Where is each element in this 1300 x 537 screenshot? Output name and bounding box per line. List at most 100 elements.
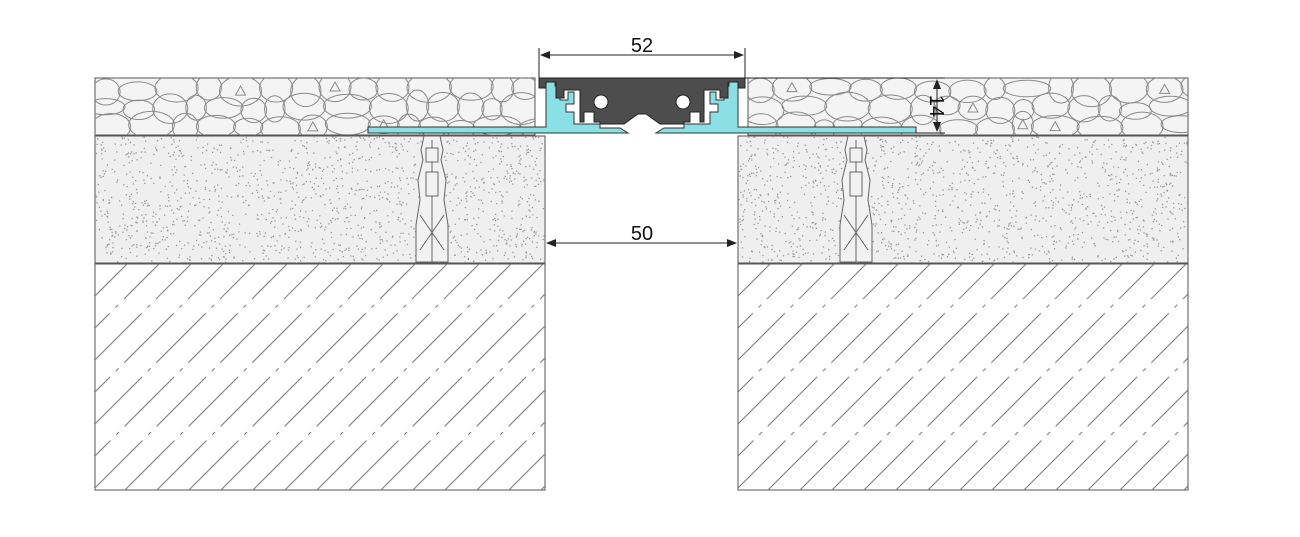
- speckle: [353, 258, 355, 260]
- speckle: [1071, 258, 1073, 260]
- speckle: [481, 179, 483, 181]
- speckle: [478, 199, 480, 201]
- speckle: [840, 188, 843, 190]
- speckle: [333, 168, 335, 170]
- speckle: [1040, 173, 1042, 176]
- hatch-line: [316, 264, 544, 490]
- speckle: [242, 166, 244, 168]
- speckle: [965, 199, 967, 201]
- speckle: [194, 204, 196, 207]
- dimension-top-width: [538, 48, 746, 78]
- speckle: [1166, 201, 1168, 203]
- speckle: [899, 183, 901, 185]
- speckle: [178, 140, 181, 142]
- speckle: [510, 239, 512, 241]
- speckle: [988, 231, 990, 233]
- speckle: [1119, 158, 1122, 160]
- speckle: [501, 202, 503, 204]
- speckle: [1021, 236, 1023, 238]
- speckle: [379, 242, 382, 244]
- speckle: [196, 180, 198, 182]
- speckle: [288, 246, 290, 249]
- speckle: [243, 151, 245, 153]
- speckle: [992, 172, 995, 174]
- speckle: [376, 137, 378, 139]
- speckle: [136, 192, 138, 194]
- speckle: [921, 255, 923, 257]
- speckle: [1086, 214, 1088, 217]
- speckle: [836, 205, 838, 207]
- speckle: [332, 217, 334, 219]
- speckle: [960, 181, 962, 183]
- stone-chip: [1158, 83, 1171, 94]
- speckle: [754, 218, 756, 220]
- speckle: [928, 240, 930, 242]
- speckle: [792, 255, 794, 258]
- speckle: [1157, 161, 1160, 163]
- speckle: [1157, 181, 1159, 183]
- stone: [448, 78, 494, 101]
- speckle: [314, 227, 316, 229]
- speckle: [187, 242, 189, 244]
- speckle: [384, 167, 387, 170]
- speckle: [897, 253, 899, 255]
- speckle: [1049, 180, 1051, 183]
- speckle: [1016, 158, 1018, 160]
- speckle: [773, 251, 776, 253]
- speckle: [533, 194, 535, 196]
- speckle: [457, 197, 459, 199]
- speckle: [267, 245, 269, 247]
- speckle: [951, 187, 953, 189]
- speckle: [299, 216, 301, 218]
- speckle: [364, 139, 366, 141]
- speckle: [1163, 192, 1165, 194]
- speckle: [1013, 163, 1015, 166]
- speckle: [1025, 217, 1027, 219]
- speckle: [133, 144, 135, 146]
- speckle: [892, 151, 894, 154]
- speckle: [506, 164, 508, 166]
- speckle: [527, 148, 529, 151]
- speckle: [1180, 153, 1182, 156]
- speckle: [97, 183, 99, 186]
- speckle: [1091, 146, 1093, 148]
- speckle: [997, 258, 999, 260]
- speckle: [525, 238, 527, 240]
- speckle: [949, 142, 951, 144]
- speckle: [306, 221, 308, 223]
- speckle: [307, 162, 309, 164]
- speckle: [292, 182, 294, 184]
- speckle: [96, 143, 98, 146]
- speckle: [344, 139, 346, 141]
- speckle: [531, 255, 533, 258]
- speckle: [892, 196, 895, 198]
- speckle: [1152, 142, 1155, 144]
- speckle: [366, 189, 369, 191]
- speckle: [544, 154, 545, 157]
- speckle: [107, 216, 109, 218]
- speckle: [104, 189, 106, 192]
- speckle: [1084, 139, 1086, 141]
- speckle: [895, 244, 897, 246]
- speckle: [456, 241, 458, 244]
- speckle: [160, 230, 162, 232]
- speckle: [956, 189, 958, 191]
- speckle: [186, 179, 189, 182]
- speckle: [763, 142, 766, 144]
- speckle: [217, 184, 219, 186]
- speckle: [768, 200, 770, 203]
- speckle: [300, 230, 302, 232]
- speckle: [494, 230, 496, 232]
- speckle: [874, 202, 876, 204]
- speckle: [294, 140, 296, 142]
- speckle: [1079, 191, 1081, 193]
- speckle: [1156, 186, 1158, 188]
- speckle: [459, 202, 461, 204]
- hatch-line: [124, 264, 352, 490]
- speckle: [124, 224, 126, 226]
- speckle: [1004, 237, 1006, 239]
- speckle: [510, 164, 512, 166]
- speckle: [219, 169, 222, 171]
- speckle: [114, 159, 116, 161]
- speckle: [887, 245, 890, 247]
